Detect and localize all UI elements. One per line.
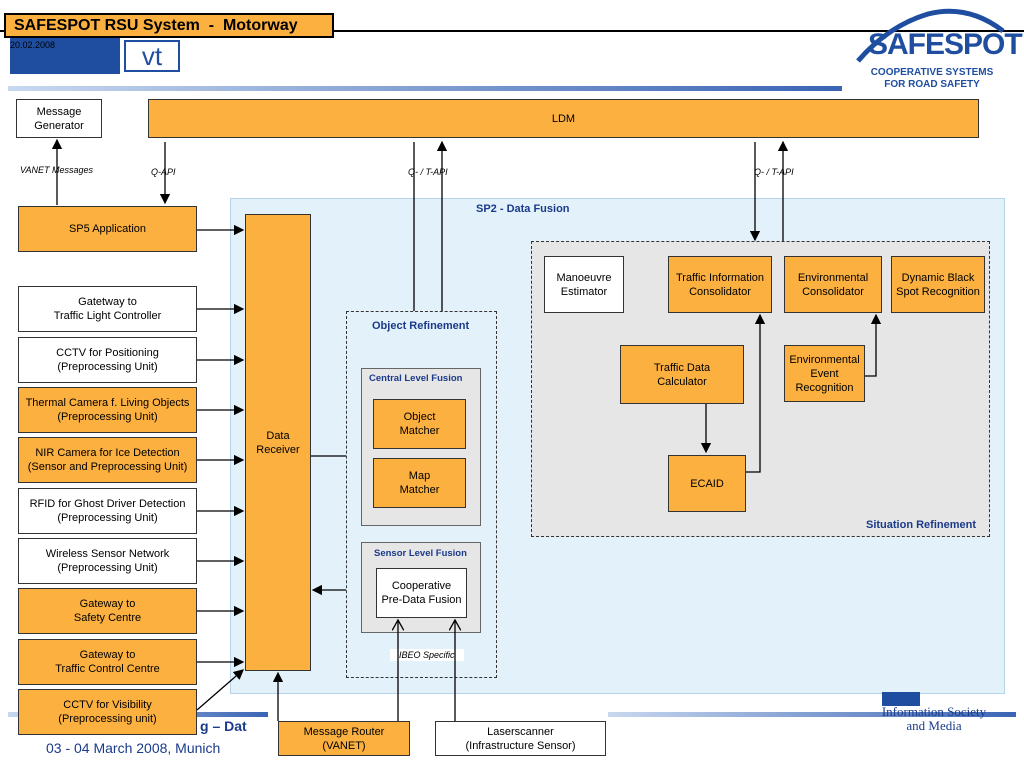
footer-bar-right: [608, 712, 1016, 717]
header-underline-bar: [0, 30, 1024, 32]
environmental-event-box: Environmental Event Recognition: [784, 345, 865, 402]
message-router-box: Message Router (VANET): [278, 721, 410, 756]
sensor-level-fusion-title: Sensor Level Fusion: [374, 548, 467, 559]
tum-logo: [10, 36, 120, 74]
thermal-camera-box: Thermal Camera f. Living Objects (Prepro…: [18, 387, 197, 433]
manoeuvre-estimator-box: Manoeuvre Estimator: [544, 256, 624, 313]
wireless-sensor-box: Wireless Sensor Network (Preprocessing U…: [18, 538, 197, 584]
footer-date: 03 - 04 March 2008, Munich: [46, 740, 221, 756]
laserscanner-box: Laserscanner (Infrastructure Sensor): [435, 721, 606, 756]
qt-api-label-2: Q- / T-API: [754, 167, 794, 177]
ibeo-specific-label: IBEO Specific: [390, 649, 464, 661]
page-title: SAFESPOT RSU System - Motorway: [4, 13, 334, 38]
q-api-label: Q-API: [151, 167, 176, 177]
object-refinement-container: [346, 311, 497, 678]
object-matcher-box: Object Matcher: [373, 399, 466, 449]
situation-refinement-title: Situation Refinement: [866, 519, 977, 531]
safespot-logo: SAFESPOT: [868, 28, 1023, 61]
ldm-box: LDM: [148, 99, 979, 138]
sp5-application-box: SP5 Application: [18, 206, 197, 252]
vt-logo: vt: [124, 40, 180, 72]
data-receiver-box: Data Receiver: [245, 214, 311, 671]
header-gradient-bar: [8, 86, 842, 91]
header-date: 20.02.2008: [10, 40, 56, 50]
qt-api-label-1: Q- / T-API: [408, 167, 448, 177]
cooperative-fusion-box: Cooperative Pre-Data Fusion: [376, 568, 467, 618]
sp2-title: SP2 - Data Fusion: [476, 203, 570, 215]
eu-logo: [882, 692, 920, 706]
cctv-positioning-box: CCTV for Positioning (Preprocessing Unit…: [18, 337, 197, 383]
gateway-traffic-control-box: Gateway to Traffic Control Centre: [18, 639, 197, 685]
safespot-subtitle: COOPERATIVE SYSTEMS FOR ROAD SAFETY: [870, 67, 994, 90]
environmental-consolidator-box: Environmental Consolidator: [784, 256, 882, 313]
gateway-traffic-light-box: Gatetway to Traffic Light Controller: [18, 286, 197, 332]
object-refinement-title: Object Refinement: [372, 320, 470, 332]
message-generator-box: Message Generator: [16, 99, 102, 138]
nir-camera-box: NIR Camera for Ice Detection (Sensor and…: [18, 437, 197, 483]
rfid-box: RFID for Ghost Driver Detection (Preproc…: [18, 488, 197, 534]
ecaid-box: ECAID: [668, 455, 746, 512]
safespot-car-icon: [856, 8, 1005, 63]
traffic-data-calculator-box: Traffic Data Calculator: [620, 345, 744, 404]
gateway-safety-box: Gateway to Safety Centre: [18, 588, 197, 634]
cctv-visibility-box: CCTV for Visibility (Preprocessing unit): [18, 689, 197, 735]
dynamic-black-spot-box: Dynamic Black Spot Recognition: [891, 256, 985, 313]
map-matcher-box: Map Matcher: [373, 458, 466, 508]
footer-partial-title: g – Dat: [200, 718, 247, 734]
central-level-fusion-title: Central Level Fusion: [369, 373, 463, 384]
vanet-messages-label: VANET Messages: [20, 165, 94, 175]
footer-logo-text: Information Society and Media: [881, 704, 987, 733]
traffic-info-consolidator-box: Traffic Information Consolidator: [668, 256, 772, 313]
